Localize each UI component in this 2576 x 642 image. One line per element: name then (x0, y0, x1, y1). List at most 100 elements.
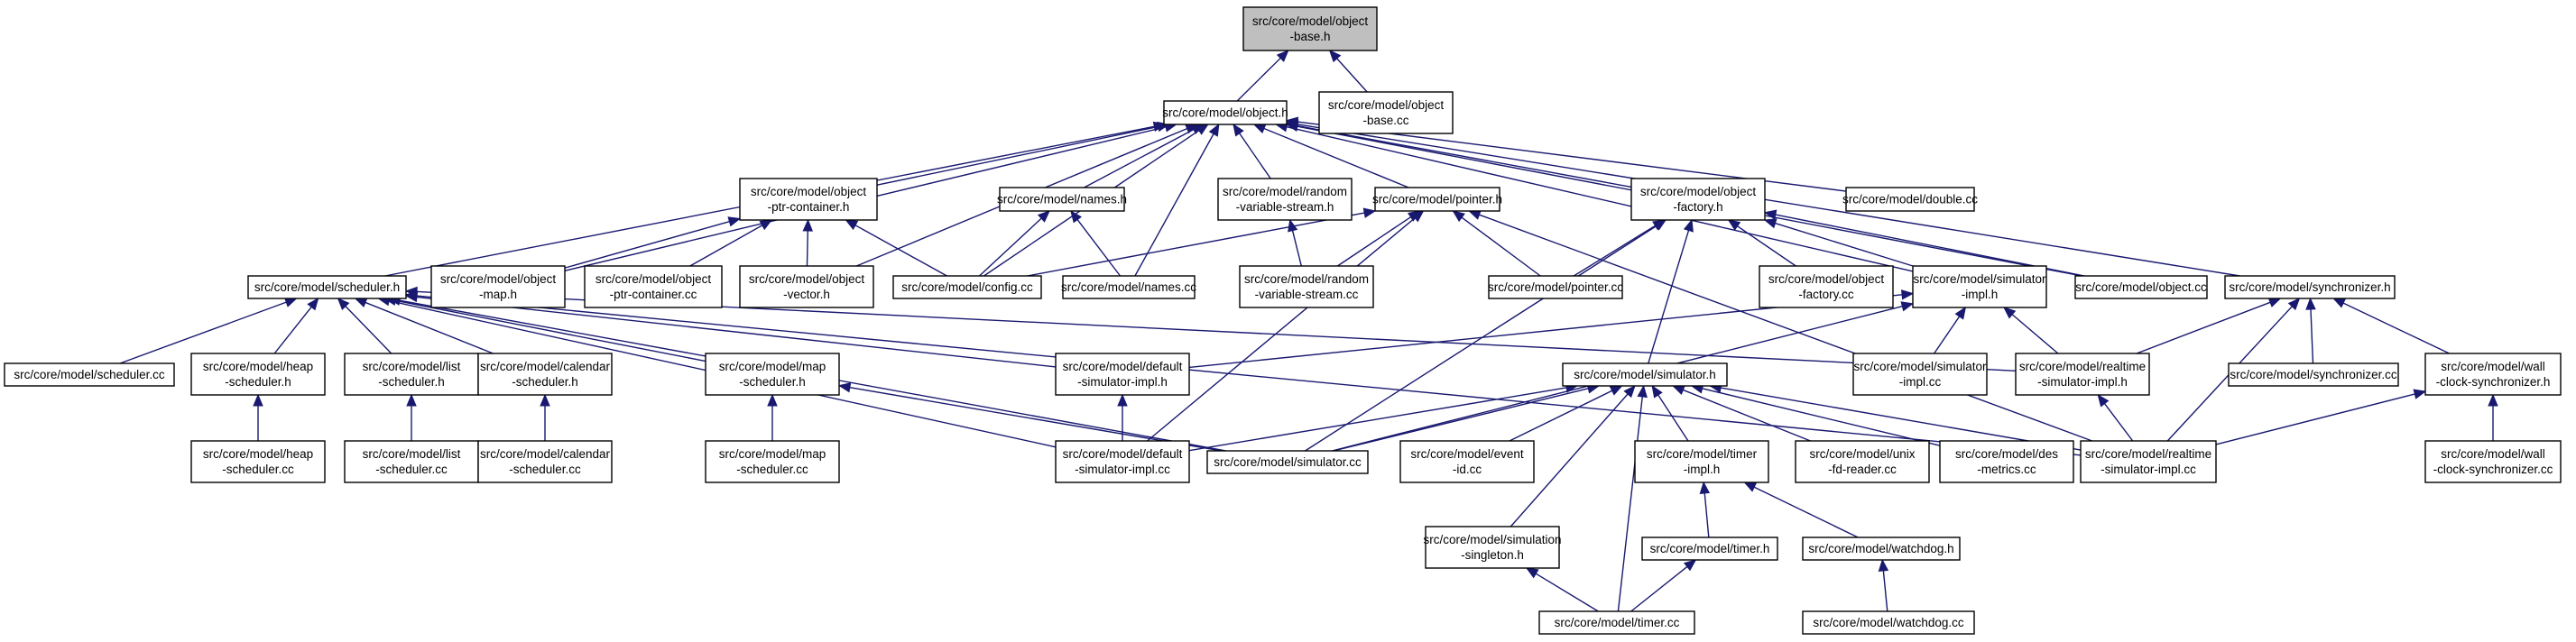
node-object-vector-h[interactable]: src/core/model/object-vector.h (739, 265, 874, 308)
node-object-ptr-container-h[interactable]: src/core/model/object-ptr-container.h (739, 178, 878, 221)
node-box[interactable] (2015, 353, 2150, 396)
node-simulation-singleton-h[interactable]: src/core/model/simulation-singleton.h (1423, 526, 1562, 569)
node-wall-clock-synchronizer-h[interactable]: src/core/model/wall-clock-synchronizer.h (2424, 353, 2562, 396)
node-box[interactable] (1845, 187, 1975, 212)
node-box[interactable] (2424, 353, 2562, 396)
node-synchronizer-h[interactable]: src/core/model/synchronizer.h (2224, 275, 2396, 299)
node-synchronizer-cc[interactable]: src/core/model/synchronizer.cc (2228, 362, 2399, 387)
node-box[interactable] (1206, 450, 1369, 474)
node-simulator-impl-h[interactable]: src/core/model/simulator-impl.h (1912, 265, 2047, 308)
node-default-simulator-impl-cc[interactable]: src/core/model/default-simulator-impl.cc (1055, 440, 1190, 483)
node-object-factory-cc[interactable]: src/core/model/object-factory.cc (1759, 265, 1894, 308)
node-box[interactable] (1939, 440, 2074, 483)
edge-heap-scheduler-cc-to-heap-scheduler-h (253, 393, 263, 441)
node-box[interactable] (1852, 353, 1988, 396)
node-simulator-impl-cc[interactable]: src/core/model/simulator-impl.cc (1852, 353, 1988, 396)
node-box[interactable] (1795, 440, 1930, 483)
node-box[interactable] (190, 353, 326, 396)
node-box[interactable] (1239, 265, 1374, 308)
node-box[interactable] (1318, 91, 1454, 134)
node-simulator-h[interactable]: src/core/model/simulator.h (1562, 362, 1728, 387)
node-box[interactable] (2424, 440, 2562, 483)
node-object-base-h[interactable]: src/core/model/object-base.h (1242, 6, 1378, 51)
node-box[interactable] (999, 187, 1125, 212)
node-box[interactable] (705, 440, 840, 483)
node-box[interactable] (739, 178, 878, 221)
node-object-factory-h[interactable]: src/core/model/object-factory.h (1630, 178, 1766, 221)
node-scheduler-h[interactable]: src/core/model/scheduler.h (247, 275, 407, 299)
node-default-simulator-impl-h[interactable]: src/core/model/default-simulator-impl.h (1055, 353, 1190, 396)
node-box[interactable] (1641, 537, 1778, 561)
node-box[interactable] (1399, 440, 1535, 483)
node-object-base-cc[interactable]: src/core/model/object-base.cc (1318, 91, 1454, 134)
node-box[interactable] (892, 275, 1042, 299)
node-pointer-h[interactable]: src/core/model/pointer.h (1372, 187, 1502, 212)
node-box[interactable] (2080, 440, 2217, 483)
node-timer-cc[interactable]: src/core/model/timer.cc (1538, 610, 1695, 635)
node-heap-scheduler-cc[interactable]: src/core/model/heap-scheduler.cc (190, 440, 326, 483)
node-object-h[interactable]: src/core/model/object.h (1162, 100, 1288, 125)
node-box[interactable] (247, 275, 407, 299)
node-map-scheduler-h[interactable]: src/core/model/map-scheduler.h (705, 353, 840, 396)
node-box[interactable] (739, 265, 874, 308)
node-box[interactable] (1055, 440, 1190, 483)
node-box[interactable] (430, 265, 566, 308)
node-config-cc[interactable]: src/core/model/config.cc (892, 275, 1042, 299)
node-box[interactable] (2074, 275, 2208, 299)
node-box[interactable] (1538, 610, 1695, 635)
node-wall-clock-synchronizer-cc[interactable]: src/core/model/wall-clock-synchronizer.c… (2424, 440, 2562, 483)
node-timer-impl-h[interactable]: src/core/model/timer-impl.h (1634, 440, 1769, 483)
node-object-ptr-container-cc[interactable]: src/core/model/object-ptr-container.cc (584, 265, 723, 308)
node-simulator-cc[interactable]: src/core/model/simulator.cc (1206, 450, 1369, 474)
node-random-variable-stream-cc[interactable]: src/core/model/random-variable-stream.cc (1239, 265, 1374, 308)
node-names-h[interactable]: src/core/model/names.h (997, 187, 1127, 212)
node-box[interactable] (1163, 100, 1288, 125)
node-box[interactable] (1425, 526, 1560, 569)
node-calendar-scheduler-h[interactable]: src/core/model/calendar-scheduler.h (477, 353, 613, 396)
node-box[interactable] (1374, 187, 1500, 212)
node-box[interactable] (705, 353, 840, 396)
node-des-metrics-cc[interactable]: src/core/model/des-metrics.cc (1939, 440, 2074, 483)
node-box[interactable] (1630, 178, 1766, 221)
edge-object-factory-cc-to-object-factory-h (1727, 219, 1796, 267)
node-event-id-cc[interactable]: src/core/model/event-id.cc (1399, 440, 1535, 483)
node-scheduler-cc[interactable]: src/core/model/scheduler.cc (4, 362, 175, 387)
node-box[interactable] (1759, 265, 1894, 308)
node-box[interactable] (1242, 6, 1378, 51)
node-calendar-scheduler-cc[interactable]: src/core/model/calendar-scheduler.cc (477, 440, 613, 483)
node-label-line: -clock-synchronizer.h (2436, 375, 2551, 389)
node-watchdog-h[interactable]: src/core/model/watchdog.h (1802, 537, 1961, 561)
node-box[interactable] (190, 440, 326, 483)
node-double-cc[interactable]: src/core/model/double.cc (1842, 187, 1978, 212)
node-timer-h[interactable]: src/core/model/timer.h (1641, 537, 1778, 561)
node-box[interactable] (584, 265, 723, 308)
node-object-map-h[interactable]: src/core/model/object-map.h (430, 265, 566, 308)
node-realtime-simulator-impl-h[interactable]: src/core/model/realtime-simulator-impl.h (2015, 353, 2150, 396)
node-box[interactable] (1912, 265, 2047, 308)
node-box[interactable] (2224, 275, 2396, 299)
node-box[interactable] (2228, 362, 2399, 387)
node-box[interactable] (477, 353, 613, 396)
node-list-scheduler-cc[interactable]: src/core/model/list-scheduler.cc (344, 440, 479, 483)
node-list-scheduler-h[interactable]: src/core/model/list-scheduler.h (344, 353, 479, 396)
node-box[interactable] (1802, 610, 1975, 635)
node-box[interactable] (477, 440, 613, 483)
node-box[interactable] (1055, 353, 1190, 396)
node-box[interactable] (1217, 178, 1353, 221)
node-box[interactable] (4, 362, 175, 387)
node-realtime-simulator-impl-cc[interactable]: src/core/model/realtime-simulator-impl.c… (2080, 440, 2217, 483)
node-watchdog-cc[interactable]: src/core/model/watchdog.cc (1802, 610, 1975, 635)
node-pointer-cc[interactable]: src/core/model/pointer.cc (1488, 275, 1623, 299)
node-random-variable-stream-h[interactable]: src/core/model/random-variable-stream.h (1217, 178, 1353, 221)
node-box[interactable] (1634, 440, 1769, 483)
node-map-scheduler-cc[interactable]: src/core/model/map-scheduler.cc (705, 440, 840, 483)
node-names-cc[interactable]: src/core/model/names.cc (1061, 275, 1196, 299)
node-box[interactable] (1802, 537, 1961, 561)
node-unix-fd-reader-cc[interactable]: src/core/model/unix-fd-reader.cc (1795, 440, 1930, 483)
node-box[interactable] (1488, 275, 1623, 299)
edge-arrowhead (727, 216, 742, 227)
node-object-cc[interactable]: src/core/model/object.cc (2074, 275, 2208, 299)
node-box[interactable] (1062, 275, 1196, 299)
node-box[interactable] (1562, 362, 1728, 387)
node-heap-scheduler-h[interactable]: src/core/model/heap-scheduler.h (190, 353, 326, 396)
